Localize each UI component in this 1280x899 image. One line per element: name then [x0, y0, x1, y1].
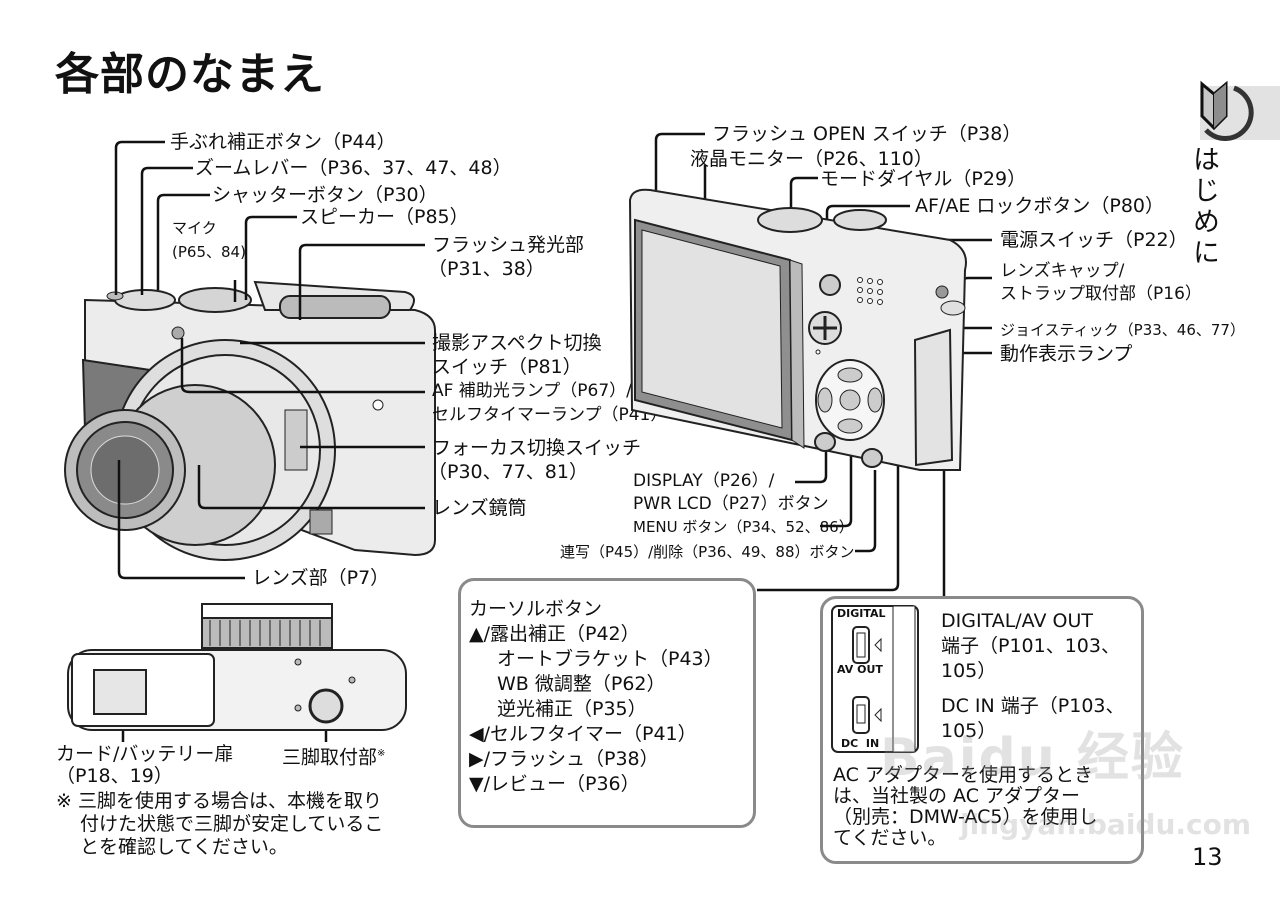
label-mic: マイク [172, 219, 217, 237]
label-display-button: DISPLAY（P26）/ [633, 471, 775, 491]
label-lens: レンズ部（P7） [252, 567, 390, 589]
label-mode-dial: モードダイヤル（P29） [820, 168, 1027, 190]
tripod-note-1: ※ 三脚を使用する場合は、本機を取り [56, 790, 382, 812]
label-mic-pages: (P65、84) [172, 243, 246, 261]
cursor-box-row: ▲/露出補正（P42） [469, 623, 640, 645]
label-card-battery-door: カード/バッテリー扉 [56, 743, 234, 765]
label-flash-open-switch: フラッシュ OPEN スイッチ（P38） [712, 123, 1022, 145]
label-menu-button: MENU ボタン（P34、52、86） [633, 518, 854, 536]
terminal-dcin-label: DC IN [841, 737, 880, 750]
cursor-box-row: ▼/レビュー（P36） [469, 773, 640, 795]
label-speaker: スピーカー（P85） [300, 206, 469, 228]
label-af-lamp: AF 補助光ランプ（P67）/ [432, 381, 632, 401]
label-tripod-mount: 三脚取付部※ [282, 746, 386, 769]
label-focus-switch: フォーカス切換スイッチ [432, 437, 642, 459]
beginner-mark-icon [1200, 80, 1254, 141]
ac-adapter-note-3: （別売：DMW-AC5）を使用し [833, 806, 1098, 828]
section-tab-label: はじめに [1188, 145, 1219, 269]
label-pwr-lcd-button: PWR LCD（P27）ボタン [633, 494, 829, 514]
cursor-box-row: オートブラケット（P43） [497, 648, 723, 670]
page-title: 各部のなまえ [55, 49, 325, 100]
cursor-box-title: カーソルボタン [469, 598, 603, 620]
watermark: Baidu 经验 [880, 728, 1185, 788]
label-flash-pages: （P31、38） [428, 258, 545, 280]
label-af-ae-lock: AF/AE ロックボタン（P80） [915, 195, 1165, 217]
page-number: 13 [1192, 843, 1223, 871]
label-lens-barrel: レンズ鏡筒 [432, 497, 527, 519]
ac-adapter-note-1: AC アダプターを使用するとき [833, 764, 1093, 786]
ac-adapter-note-4: てください。 [833, 827, 947, 849]
label-digital-av-out: DIGITAL/AV OUT [941, 610, 1093, 632]
terminal-avout-label: AV OUT [837, 663, 883, 676]
label-strap-mount: ストラップ取付部（P16） [1000, 284, 1202, 304]
label-zoom-lever: ズームレバー（P36、37、47、48） [195, 157, 512, 179]
terminal-digital-label: DIGITAL [837, 607, 886, 620]
camera-front-illustration [64, 280, 436, 561]
label-aspect-switch: 撮影アスペクト切換 [432, 332, 602, 354]
label-shutter-button: シャッターボタン（P30） [212, 184, 438, 206]
tripod-note-2: 付けた状態で三脚が安定しているこ [80, 813, 384, 835]
label-joystick: ジョイスティック（P33、46、77） [1000, 321, 1245, 339]
cursor-button-box: カーソルボタン ▲/露出補正（P42） オートブラケット（P43） WB 微調整（P… [458, 578, 756, 828]
tripod-note-3: とを確認してください。 [80, 836, 288, 858]
label-burst-delete-button: 連写（P45）/削除（P36、49、88）ボタン [560, 543, 855, 561]
label-digital-av-out-pages: 端子（P101、103、 [941, 635, 1120, 657]
label-stabilizer-button: 手ぶれ補正ボタン（P44） [170, 131, 396, 153]
camera-bottom-illustration [67, 603, 407, 731]
terminal-box: DIGITAL AV OUT DC IN DIGITAL/AV OUT 端子（P… [820, 596, 1144, 864]
label-dc-in-pages-cont: 105） [941, 720, 997, 742]
camera-back-illustration [628, 188, 967, 471]
ac-adapter-note-2: は、当社製の AC アダプター [833, 785, 1081, 807]
cursor-box-row: 逆光補正（P35） [497, 698, 647, 720]
label-lens-cap-strap: レンズキャップ/ [1000, 261, 1125, 281]
label-aspect-switch-pages: スイッチ（P81） [432, 356, 582, 378]
cursor-box-row: ◀/セルフタイマー（P41） [469, 723, 697, 745]
label-lcd-monitor: 液晶モニター（P26、110） [690, 148, 933, 170]
label-dc-in: DC IN 端子（P103、 [941, 695, 1125, 717]
label-card-battery-door-pages: （P18、19） [56, 765, 173, 787]
label-status-lamp: 動作表示ランプ [1000, 343, 1133, 365]
terminal-panel-illustration [831, 605, 919, 753]
label-digital-av-out-pages-cont: 105） [941, 660, 997, 682]
cursor-box-row: ▶/フラッシュ（P38） [469, 748, 659, 770]
label-power-switch: 電源スイッチ（P22） [1000, 229, 1188, 251]
cursor-box-row: WB 微調整（P62） [497, 673, 666, 695]
label-selftimer-lamp: セルフタイマーランプ（P41） [432, 405, 668, 425]
label-flash: フラッシュ発光部 [432, 234, 585, 256]
label-focus-switch-pages: （P30、77、81） [428, 461, 588, 483]
watermark-url: jingyan.baidu.com [960, 808, 1252, 841]
